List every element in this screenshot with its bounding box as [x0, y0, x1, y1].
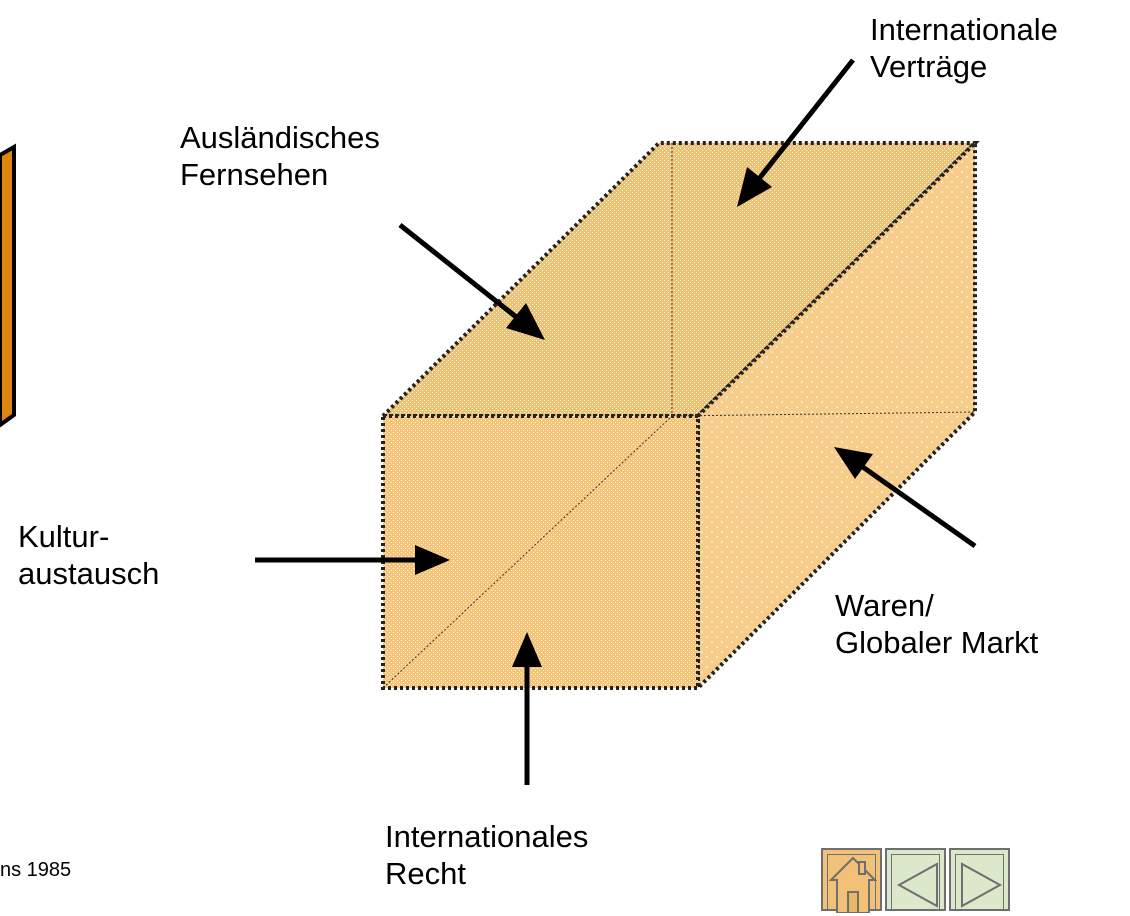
cube-side-face	[696, 138, 977, 693]
arrow-auslaendisches-fernsehen	[398, 223, 545, 340]
cube-front-face	[381, 414, 700, 690]
left-box	[0, 143, 16, 428]
arrow-internationale-vertraege	[737, 58, 855, 207]
label-auslaendisches-fernsehen: Ausländisches Fernsehen	[180, 119, 380, 193]
arrow-waren-globaler-markt	[834, 447, 977, 549]
label-line: Globaler Markt	[835, 625, 1039, 660]
cube-hidden-edge-horizontal	[671, 411, 976, 417]
arrow-kulturaustausch	[255, 545, 450, 575]
label-line: Kultur-	[18, 519, 110, 554]
label-internationale-vertraege: Internationale Verträge	[870, 11, 1058, 85]
triangle-left-icon	[896, 862, 938, 908]
label-line: Waren/	[835, 588, 934, 623]
label-line: austausch	[18, 556, 160, 591]
label-line: Internationales	[385, 819, 589, 854]
label-line: Internationale	[870, 12, 1058, 47]
label-line: Fernsehen	[180, 157, 329, 192]
previous-button[interactable]	[885, 848, 946, 911]
home-icon	[828, 856, 878, 913]
arrow-internationales-recht	[512, 632, 542, 785]
home-button[interactable]	[821, 848, 882, 913]
label-line: Verträge	[870, 49, 988, 84]
footnote-text: ns 1985	[0, 859, 72, 881]
label-internationales-recht: Internationales Recht	[385, 818, 588, 892]
label-line: Recht	[385, 856, 466, 891]
label-line: Ausländisches	[180, 120, 380, 155]
label-kulturaustausch: Kultur- austausch	[18, 518, 159, 592]
button-bevel	[827, 854, 876, 909]
next-button[interactable]	[949, 848, 1010, 911]
label-waren-globaler-markt: Waren/ Globaler Markt	[835, 587, 1038, 661]
triangle-right-icon	[961, 862, 1003, 908]
button-bevel	[955, 854, 1004, 909]
button-bevel	[891, 854, 940, 909]
